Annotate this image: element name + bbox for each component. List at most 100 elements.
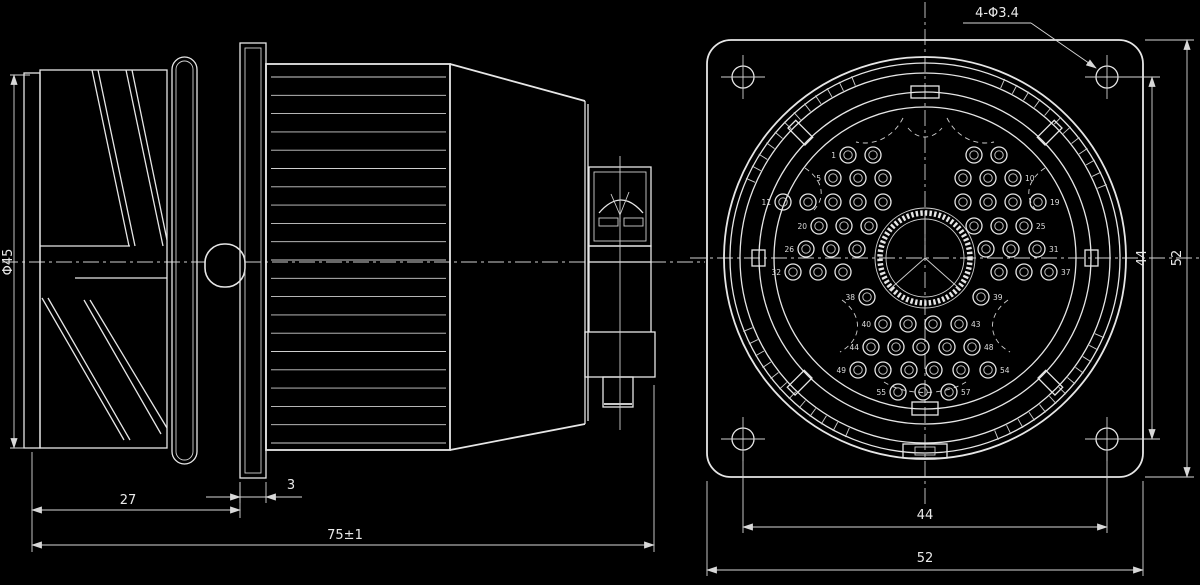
callout-mounting-holes: 4-Φ3.4 xyxy=(963,6,1097,69)
contact-pin xyxy=(874,361,892,379)
contact-pin xyxy=(952,361,970,379)
dim-hole-pitch-h: 44 xyxy=(742,452,1108,533)
contact-pin xyxy=(809,263,827,281)
contact-pin xyxy=(925,361,943,379)
leader-arcs xyxy=(804,117,1046,393)
pin-number: 57 xyxy=(961,388,971,397)
pin-number: 25 xyxy=(1036,222,1046,231)
pin-number: 32 xyxy=(771,268,781,277)
knurl-ticks xyxy=(743,76,1107,440)
contact-pin xyxy=(1002,240,1020,258)
pin-number: 20 xyxy=(797,222,807,231)
contact-pin xyxy=(977,240,995,258)
contact-pin xyxy=(824,169,842,187)
contact-pin xyxy=(990,217,1008,235)
pin-number: 40 xyxy=(861,320,871,329)
contact-pin xyxy=(889,383,907,401)
contact-pin xyxy=(965,146,983,164)
contact-pin xyxy=(938,338,956,356)
contact-pin xyxy=(963,338,981,356)
contact-pin xyxy=(1028,240,1046,258)
dim-flange-thickness-text: 3 xyxy=(287,478,295,493)
o-ring-section xyxy=(204,243,246,288)
pin-number: 48 xyxy=(984,343,994,352)
dim-overall-length: 75±1 xyxy=(31,385,655,552)
dim-hole-pitch-h-text: 44 xyxy=(917,508,934,523)
contact-pin xyxy=(839,146,857,164)
contact-pin xyxy=(1040,263,1058,281)
contact-pin xyxy=(940,383,958,401)
contact-pin xyxy=(834,263,852,281)
pin-number: 39 xyxy=(993,293,1003,302)
mounting-hole xyxy=(721,55,765,99)
dim-shell-diameter: Φ45 xyxy=(1,74,30,449)
callout-mounting-holes-text: 4-Φ3.4 xyxy=(975,6,1019,21)
pin-number: 49 xyxy=(836,366,846,375)
contact-pin xyxy=(912,338,930,356)
shell-circles xyxy=(723,56,1127,460)
dim-flange-width: 52 xyxy=(706,481,1144,576)
coupling-nut-ribs xyxy=(271,76,446,444)
keyways xyxy=(751,85,1099,459)
dim-shell-diameter-text: Φ45 xyxy=(1,249,16,276)
contact-pin xyxy=(849,193,867,211)
dim-flange-width-text: 52 xyxy=(917,551,934,566)
contact-pin xyxy=(950,315,968,333)
contact-pin xyxy=(874,169,892,187)
dim-hole-pitch-v: 44 xyxy=(1120,76,1160,440)
central-guide-hole xyxy=(874,207,976,309)
contact-pin xyxy=(799,193,817,211)
contact-pin xyxy=(972,288,990,306)
pin-number: 26 xyxy=(784,245,794,254)
contact-pin xyxy=(862,338,880,356)
pin-number: 38 xyxy=(845,293,855,302)
dim-backshell-length-text: 27 xyxy=(120,493,137,508)
contact-pin xyxy=(784,263,802,281)
pin-number: 1 xyxy=(831,151,836,160)
contact-pin xyxy=(874,193,892,211)
contact-pin xyxy=(874,315,892,333)
dim-flange-height: 52 xyxy=(1145,39,1194,478)
contact-pin xyxy=(1029,193,1047,211)
contact-pin xyxy=(1004,169,1022,187)
contact-pin xyxy=(954,169,972,187)
contact-pin xyxy=(979,193,997,211)
dim-flange-height-text: 52 xyxy=(1170,250,1185,267)
pin-number: 37 xyxy=(1061,268,1071,277)
contact-pin xyxy=(860,217,878,235)
dim-flange-thickness: 3 xyxy=(206,478,302,503)
pin-number: 54 xyxy=(1000,366,1010,375)
contact-pin xyxy=(848,240,866,258)
contact-pin xyxy=(924,315,942,333)
contact-pin xyxy=(1015,217,1033,235)
pin-number: 11 xyxy=(761,198,771,207)
side-view: Φ45 27 3 75±1 xyxy=(1,42,705,552)
dim-backshell-length: 27 xyxy=(31,452,241,518)
pin-number: 31 xyxy=(1049,245,1059,254)
contact-pin xyxy=(899,315,917,333)
contact-pin xyxy=(849,361,867,379)
pin-number: 44 xyxy=(849,343,859,352)
contact-pin xyxy=(797,240,815,258)
key-housing xyxy=(584,156,656,430)
contact-pin xyxy=(900,361,918,379)
contact-pin xyxy=(979,361,997,379)
coupling-nut xyxy=(265,63,451,451)
contact-pin xyxy=(965,217,983,235)
dim-overall-length-text: 75±1 xyxy=(327,528,363,543)
pin-number: 10 xyxy=(1025,174,1035,183)
contact-pin xyxy=(822,240,840,258)
contact-pin xyxy=(858,288,876,306)
contact-pin xyxy=(887,338,905,356)
contact-pin xyxy=(774,193,792,211)
gasket-ring xyxy=(171,56,198,465)
mounting-flange xyxy=(706,39,1144,478)
dim-hole-pitch-v-text: 44 xyxy=(1135,250,1150,267)
cable-clamp-backshell xyxy=(23,69,168,449)
front-shell xyxy=(449,63,589,451)
contact-pin xyxy=(1015,263,1033,281)
contact-pin xyxy=(1004,193,1022,211)
pin-number: 19 xyxy=(1050,198,1060,207)
